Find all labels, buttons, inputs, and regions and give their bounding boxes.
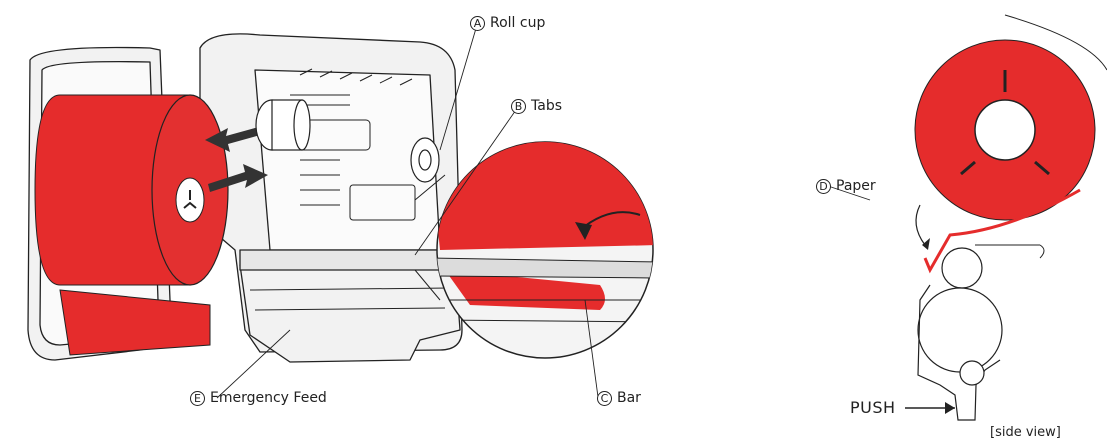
label-emergency-feed: E Emergency Feed — [190, 390, 327, 406]
label-roll-cup-text: Roll cup — [490, 15, 546, 31]
callout-c-badge: C — [597, 390, 612, 406]
callout-e-badge: E — [190, 390, 205, 406]
paper-roll-left — [34, 94, 229, 356]
callout-a-badge: A — [470, 15, 485, 31]
label-roll-cup: A Roll cup — [470, 15, 545, 31]
callout-d-badge: D — [816, 178, 831, 194]
label-emergency-feed-text: Emergency Feed — [210, 390, 327, 406]
callout-b-badge: B — [511, 98, 526, 114]
label-bar-text: Bar — [617, 390, 641, 406]
label-paper: D Paper — [816, 178, 876, 194]
label-paper-text: Paper — [836, 178, 876, 194]
side-view-diagram — [905, 14, 1107, 421]
label-tabs-text: Tabs — [531, 98, 562, 114]
label-tabs: B Tabs — [511, 98, 562, 114]
roll-cup-spool — [255, 99, 440, 183]
insert-arrows — [205, 126, 268, 192]
label-bar: C Bar — [597, 390, 641, 406]
side-view-caption: [side view] — [990, 425, 1061, 440]
leader-lines — [216, 24, 871, 399]
push-label: PUSH — [850, 398, 896, 417]
